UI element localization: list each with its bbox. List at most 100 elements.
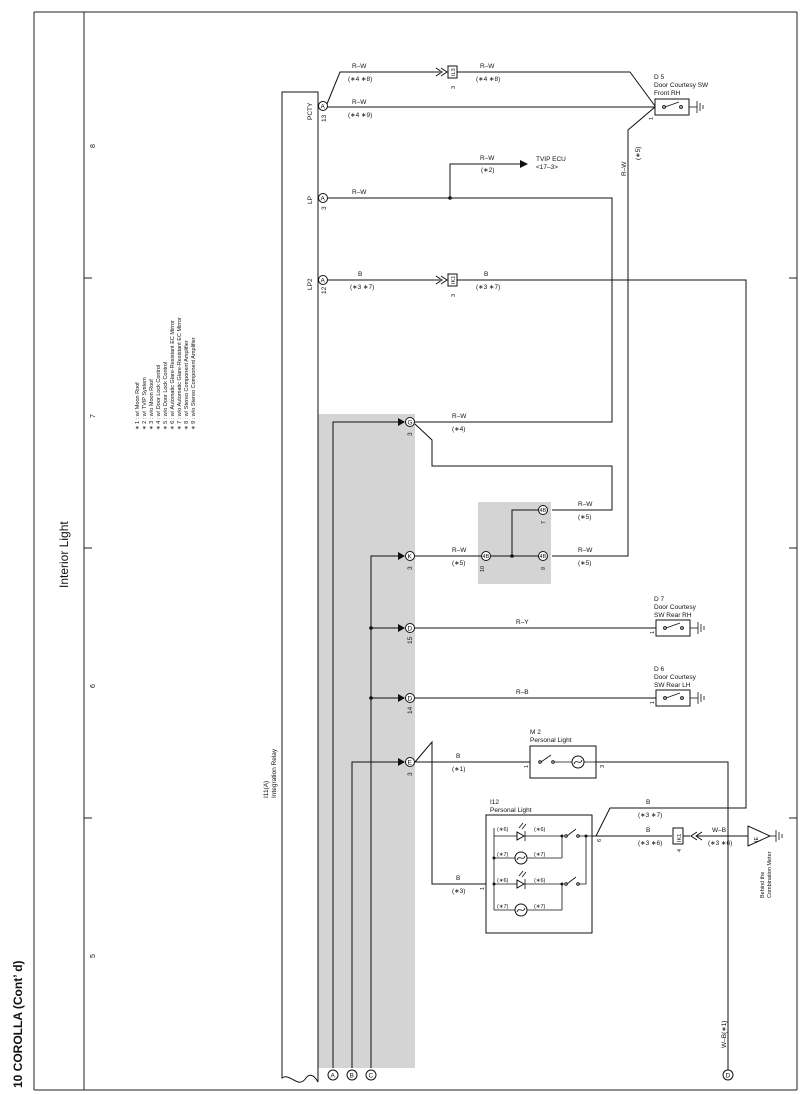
wire-pcty-top2-color: R–W xyxy=(480,63,495,70)
wire-d14-color: R–B xyxy=(516,689,529,696)
i12-label-7: (∗7) xyxy=(497,904,508,910)
pin-k-num: 3 xyxy=(407,566,414,570)
wire-lp2-color: B xyxy=(358,271,362,278)
ik1-top-code: IK1 xyxy=(451,276,457,284)
wire-pcty-top2-note: (∗4 ∗8) xyxy=(476,76,500,83)
i12-label-2: (∗6) xyxy=(534,827,545,833)
i12-label-1: (∗6) xyxy=(497,827,508,833)
reference-c: C xyxy=(365,1069,377,1081)
note-8: ∗ 8 : w/ Stereo Component Amplifier xyxy=(184,340,190,430)
i12-pin-left: 1 xyxy=(480,887,486,890)
j4b-10-conn: 4B xyxy=(483,554,490,560)
j4b-10-num: 10 xyxy=(480,566,486,572)
d5-code: D 5 xyxy=(654,74,665,81)
shaded-region-relay xyxy=(318,414,415,1068)
m2-pin-right: 3 xyxy=(600,765,606,768)
shaded-region-junction xyxy=(478,502,551,584)
i12-label-8: (∗7) xyxy=(534,904,545,910)
wire-d15-color: R–Y xyxy=(516,619,529,626)
pin-g-conn: G xyxy=(408,420,413,427)
ground-line1: Behind the xyxy=(760,872,766,898)
pin-k-conn: K xyxy=(408,554,413,561)
d5-line1: Door Courtesy SW xyxy=(654,82,709,89)
pin-pcty-num: 13 xyxy=(321,114,328,122)
wire-j7-note: (∗5) xyxy=(578,514,591,521)
reference-d: D xyxy=(722,1069,734,1081)
wire-tvip-note: (∗2) xyxy=(481,167,494,174)
pin-lp2-num: 12 xyxy=(321,286,328,294)
pin-d15-num: 15 xyxy=(407,636,414,644)
wire-pl-top-color: B xyxy=(646,799,650,806)
pin-lp-name: LP xyxy=(307,196,314,204)
ik1-top-pin: 3 xyxy=(451,294,457,297)
wire-pl-top-note: (∗3 ∗7) xyxy=(638,812,662,819)
note-7: ∗ 7 : w/o Automatic Glare-Resistant EC M… xyxy=(177,317,183,430)
grid-number-5: 5 xyxy=(90,954,97,958)
d6-line1: Door Courtesy xyxy=(654,674,697,681)
wire-pl-in-color: B xyxy=(456,875,460,882)
i12-label-5: (∗6) xyxy=(497,878,508,884)
wire-pl-mid-note: (∗3 ∗6) xyxy=(638,840,662,847)
pin-lp2-conn: A xyxy=(321,278,326,285)
i12-label-3: (∗7) xyxy=(497,852,508,858)
wire-tvip-color: R–W xyxy=(480,155,495,162)
personal-light-m2: M 2 Personal Light 1 3 xyxy=(524,729,606,779)
pin-d15: D 15 xyxy=(405,623,415,644)
ground-behind-combination-meter: IE Behind the Combination Meter xyxy=(747,825,783,898)
pin-d15-conn: D xyxy=(408,626,413,633)
note-1: ∗ 1 : w/ Moon Roof xyxy=(135,382,141,430)
d5-line2: Front RH xyxy=(654,90,681,97)
d7-line1: Door Courtesy xyxy=(654,604,697,611)
wire-k-color: R–W xyxy=(452,547,467,554)
wire-ground-color: W–B xyxy=(712,827,726,834)
m2-pin-left: 1 xyxy=(524,765,530,768)
note-2: ∗ 2 : w/ TVIP System xyxy=(142,377,148,430)
pin-d14: D 14 xyxy=(405,693,415,714)
wire-k-note: (∗5) xyxy=(452,560,465,567)
i12-label-4: (∗7) xyxy=(534,852,545,858)
i12-name: Personal Light xyxy=(490,807,532,814)
reference-b-label: B xyxy=(350,1073,354,1080)
note-6: ∗ 6 : w/ Automatic Glare-Resistant EC Mi… xyxy=(170,320,176,430)
wire-g-note: (∗4) xyxy=(452,426,465,433)
d7-code: D 7 xyxy=(654,596,665,603)
ik1-bottom-code: IK1 xyxy=(677,834,683,842)
section-title: Interior Light xyxy=(57,521,71,588)
d7-pin: 1 xyxy=(650,631,656,634)
page-header: 10 COROLLA (Cont’ d) xyxy=(11,960,25,1088)
wire-lp-color: R–W xyxy=(352,189,367,196)
wire-lp2b-note: (∗3 ∗7) xyxy=(476,284,500,291)
m2-code: M 2 xyxy=(530,729,541,736)
i12-pin-right: 6 xyxy=(597,839,603,842)
wire-pcty-bottom-note: (∗4 ∗9) xyxy=(348,112,372,119)
reference-b: B xyxy=(346,1069,358,1081)
wire-pcty-bottom-color: R–W xyxy=(352,99,367,106)
wire-j7-color: R–W xyxy=(578,501,593,508)
grid-number-7: 7 xyxy=(90,414,97,418)
wire-m2-out-color: W–B(∗1) xyxy=(721,1021,728,1048)
door-courtesy-sw-front-rh: D 5 Door Courtesy SW Front RH 1 xyxy=(649,74,709,120)
pin-d14-num: 14 xyxy=(407,706,414,714)
d5-pin: 1 xyxy=(649,117,655,120)
wire-pl-mid-color: B xyxy=(646,827,650,834)
j4b-9-num: 9 xyxy=(541,567,547,570)
grid-number-6: 6 xyxy=(90,684,97,688)
note-4: ∗ 4 : w/ Door Lock Control xyxy=(156,365,162,430)
tvip-ecu-ref: <17–3> xyxy=(536,164,558,171)
reference-a: A xyxy=(327,1069,339,1081)
pin-lp-num: 3 xyxy=(321,206,328,210)
door-courtesy-sw-rear-rh: D 7 Door Courtesy SW Rear RH 1 xyxy=(650,596,705,637)
i12-code: I12 xyxy=(490,799,499,806)
reference-c-label: C xyxy=(369,1073,374,1080)
note-5: ∗ 5 : w/o Door Lock Control xyxy=(163,362,169,430)
wire-e-color: B xyxy=(456,753,460,760)
pin-pcty-name: PCTY xyxy=(307,102,314,120)
grid-ticks xyxy=(84,277,797,819)
m2-name: Personal Light xyxy=(530,737,572,744)
tvip-ecu-name: TVIP ECU xyxy=(536,156,566,163)
pin-d14-conn: D xyxy=(408,696,413,703)
note-3: ∗ 3 : w/o Moon Roof xyxy=(149,379,155,430)
wire-lp2-note: (∗3 ∗7) xyxy=(350,284,374,291)
relay-code: I11(A) xyxy=(263,781,270,798)
